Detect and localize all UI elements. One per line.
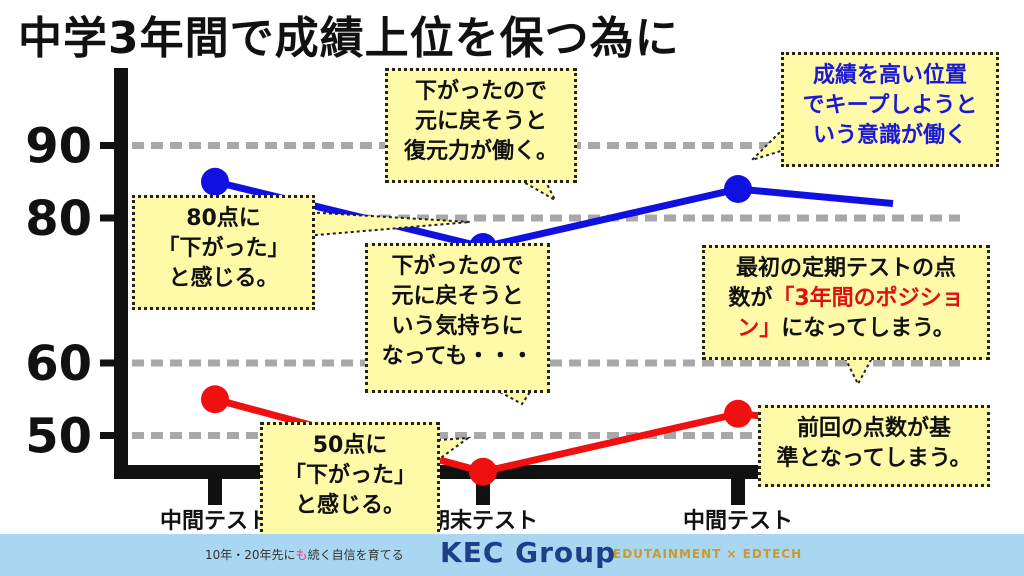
x-tick-label: 期末テスト	[428, 509, 538, 534]
x-tick-label: 中間テスト	[683, 509, 793, 534]
callout-line: ン」になってしまう。	[709, 314, 983, 344]
callout-text: になってしまう。	[781, 316, 955, 341]
tagline-text: 続く自信を育てる	[307, 548, 404, 562]
callout-pointer	[751, 125, 785, 161]
logo-group: Group	[515, 536, 617, 569]
y-tick-label: 80	[25, 191, 92, 247]
footer-tagline: 10年・20年先にも続く自信を育てる	[205, 546, 404, 563]
callout-text: 数が	[728, 286, 773, 311]
callout-line: 「下がった」	[157, 236, 290, 261]
callout-line: 復元力が働く。	[403, 139, 558, 164]
chart-title: 中学3年間で成績上位を保つ為に	[18, 13, 680, 64]
x-category-labels: 中間テスト 期末テスト 中間テスト	[160, 509, 793, 534]
callout-line: いう気持ちに	[391, 314, 524, 339]
data-point	[469, 457, 497, 486]
callout-pointer	[437, 436, 472, 462]
callout-upper-left: 80点に 「下がった」 と感じる。	[132, 195, 315, 310]
tagline-highlight: も	[295, 548, 308, 562]
callout-line: と感じる。	[294, 493, 405, 518]
data-point	[201, 385, 229, 414]
callout-upper-right: 成績を高い位置 でキープしようと いう意識が働く	[781, 52, 999, 167]
tagline-text: 10年・20年先に	[205, 548, 296, 562]
callout-pointers	[304, 125, 874, 462]
callout-line: 「下がった」	[283, 463, 416, 488]
y-tick-label: 60	[25, 336, 92, 392]
footer-slogan: EDUTAINMENT × EDTECH	[613, 547, 803, 561]
callout-line: 元に戻そうと	[391, 284, 524, 309]
callout-line: 数が「3年間のポジショ	[709, 284, 983, 314]
callout-highlight: ン」	[737, 316, 782, 341]
callout-highlight: 「3年間のポジショ	[772, 286, 964, 311]
data-point	[201, 167, 229, 196]
callout-lower-middle: 下がったので 元に戻そうと いう気持ちに なっても・・・	[365, 243, 550, 393]
callout-right-position: 最初の定期テストの点 数が「3年間のポジショ ン」になってしまう。	[702, 245, 990, 360]
callout-line: 前回の点数が基	[796, 416, 951, 441]
callout-line: 下がったので	[391, 254, 524, 279]
callout-pointer	[516, 179, 558, 203]
callout-line: いう意識が働く	[812, 123, 967, 148]
data-point	[724, 399, 752, 428]
callout-line: 元に戻そうと	[414, 109, 547, 134]
callout-upper-middle: 下がったので 元に戻そうと 復元力が働く。	[385, 68, 577, 183]
callout-line: と感じる。	[168, 266, 279, 291]
callout-line: なっても・・・	[381, 344, 534, 369]
footer-bar: 10年・20年先にも続く自信を育てる KEC Group EDUTAINMENT…	[0, 534, 1024, 576]
y-tick-label: 50	[25, 409, 92, 465]
x-tick-label: 中間テスト	[160, 509, 270, 534]
callout-lower-left: 50点に 「下がった」 と感じる。	[260, 422, 440, 537]
callout-line: 準となってしまう。	[776, 446, 972, 471]
callout-right-basis: 前回の点数が基 準となってしまう。	[758, 405, 990, 487]
callout-line: 成績を高い位置	[812, 63, 967, 88]
callout-line: 50点に	[312, 433, 388, 458]
kec-group-logo: KEC Group	[440, 536, 616, 569]
callout-line: 最初の定期テストの点	[735, 256, 956, 281]
y-tick-label: 90	[25, 119, 92, 175]
callout-line: でキープしようと	[802, 93, 978, 118]
callout-line: 80点に	[186, 206, 261, 231]
callout-line: 下がったので	[414, 79, 547, 104]
callout-pointer	[843, 357, 874, 387]
logo-kec: KEC	[440, 536, 505, 569]
y-tick-labels: 50 60 80 90	[25, 119, 92, 465]
callout-pointer	[499, 391, 532, 406]
data-point	[724, 175, 752, 203]
